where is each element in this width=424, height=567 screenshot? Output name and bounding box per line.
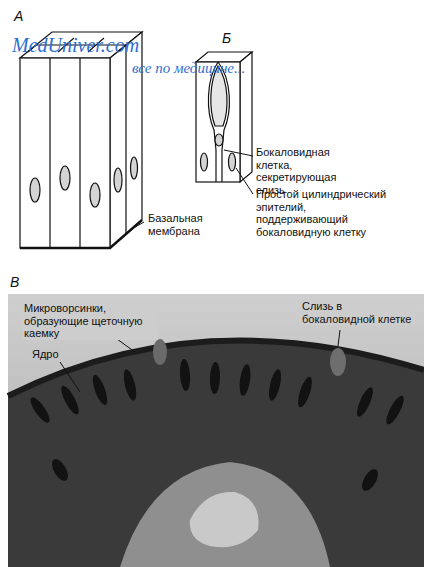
leader-line <box>224 150 253 156</box>
leader-line <box>236 168 253 194</box>
nuclei <box>354 385 376 418</box>
goblet-cell <box>208 62 229 182</box>
callout-label: Базальная мембрана <box>148 212 228 237</box>
callout-label: Микроворсинки, образующие щеточную каемк… <box>22 302 158 340</box>
lumen <box>190 492 259 547</box>
leader-line <box>60 362 80 392</box>
leader-line <box>338 330 340 346</box>
nuclei <box>359 467 381 494</box>
block-front <box>20 58 110 248</box>
callout-label: Простой цилиндрический эпителий, поддерж… <box>256 188 388 239</box>
nuclei <box>49 457 71 484</box>
goblet-mucus <box>330 348 346 376</box>
callout-label: Ядро <box>30 348 61 361</box>
nuclei <box>383 394 407 427</box>
leader-line <box>130 222 144 230</box>
panel-letter: В <box>10 274 19 290</box>
nuclei <box>27 395 52 425</box>
columnar-block <box>20 32 142 248</box>
goblet-mucus <box>153 339 167 365</box>
cell-borders <box>28 38 126 248</box>
epithelium <box>8 340 424 567</box>
watermark: MedUniver.com <box>12 34 139 57</box>
nuclei <box>179 359 191 392</box>
nuclei <box>267 368 284 401</box>
nuclei <box>27 359 407 494</box>
nucleus <box>90 183 100 207</box>
nucleus <box>60 166 70 190</box>
nucleus <box>30 178 40 202</box>
nuclei <box>209 362 220 394</box>
block-front <box>196 62 240 182</box>
nucleus <box>215 134 223 146</box>
nucleus <box>131 157 138 179</box>
nucleus <box>114 168 122 192</box>
nuclei <box>295 375 314 409</box>
micrograph <box>8 294 424 567</box>
nuclei <box>58 384 82 417</box>
nuclei <box>121 368 138 401</box>
brush-border <box>8 340 424 396</box>
photo-ground <box>8 294 424 567</box>
panel-letter: Б <box>222 30 231 46</box>
nucleus <box>229 153 236 171</box>
nuclei <box>90 373 110 406</box>
nuclei <box>238 363 252 396</box>
callout-label: Слизь в бокаловидной клетке <box>300 300 416 325</box>
nucleus <box>201 153 208 171</box>
watermark: все по медицине... <box>132 60 245 77</box>
connective-tissue <box>120 462 330 567</box>
panel-letter: А <box>14 8 23 24</box>
basal-membrane <box>20 220 142 248</box>
